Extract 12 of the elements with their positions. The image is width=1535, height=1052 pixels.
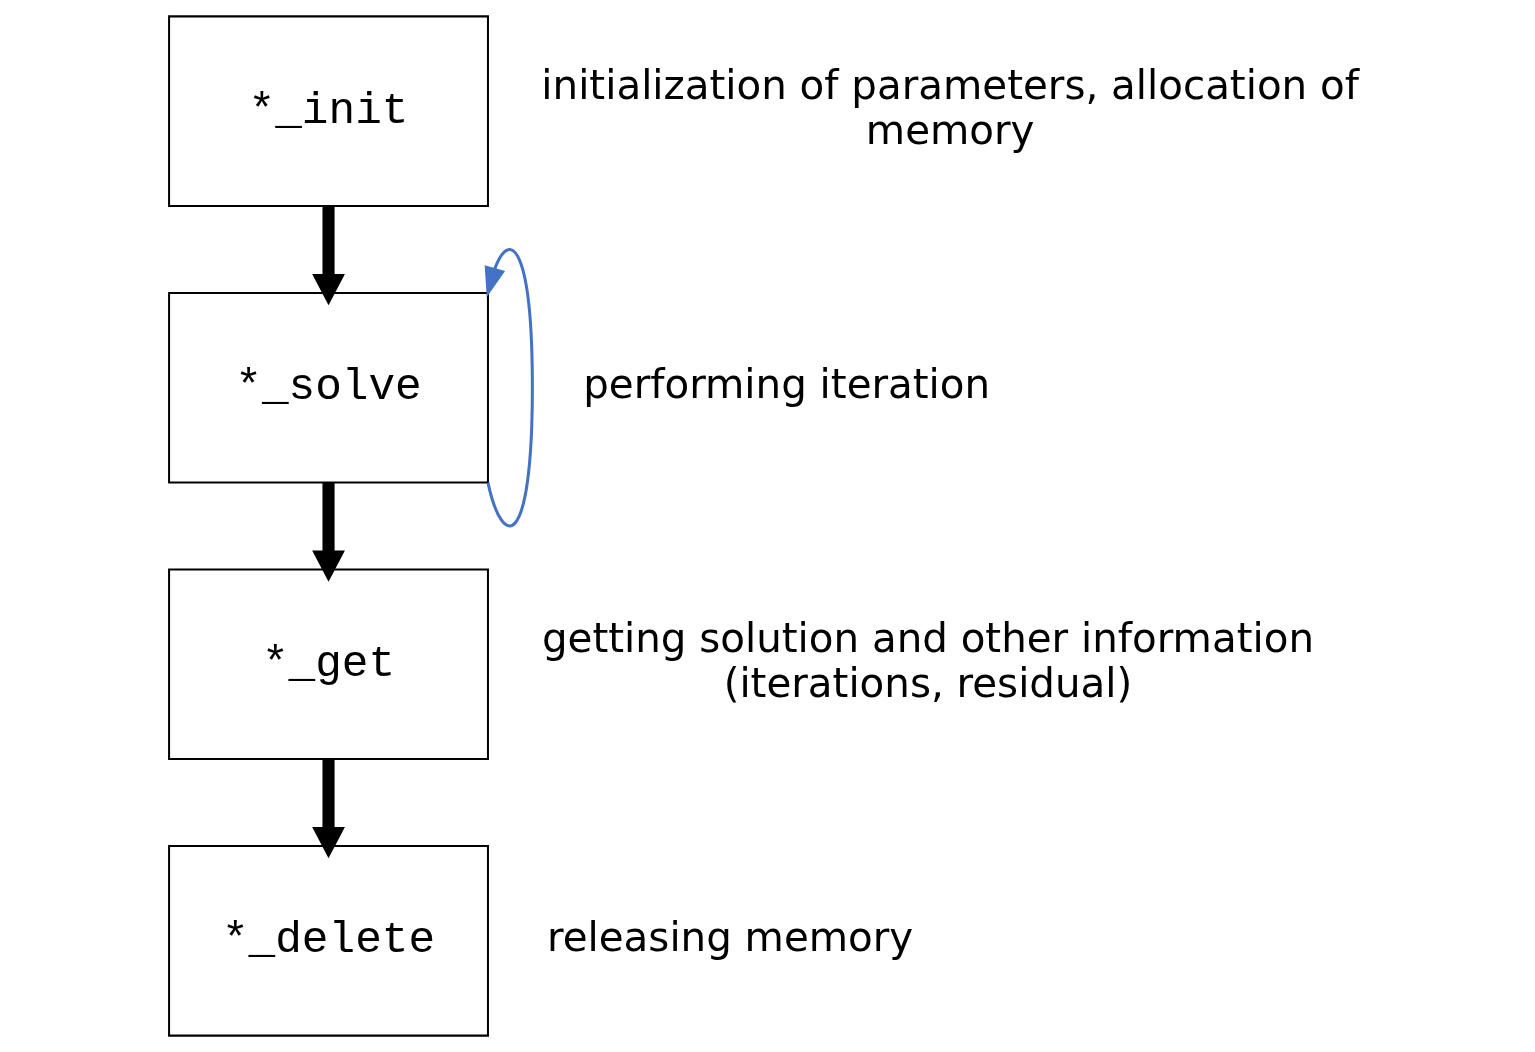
node-box: *_get — [167, 568, 489, 761]
node-label: performing iteration — [582, 360, 990, 408]
arrow — [311, 759, 345, 859]
node-label: releasing memory — [546, 913, 913, 961]
node-label: getting solution and other information (iterations, residual) — [541, 615, 1314, 707]
arrow — [311, 206, 345, 306]
node-box: *_delete — [167, 844, 489, 1037]
arrow — [311, 482, 345, 582]
node-box: *_init — [167, 15, 489, 208]
node-label: initialization of parameters, allocation of memory — [540, 62, 1359, 154]
node-box: *_solve — [167, 291, 489, 484]
arrow — [484, 248, 534, 527]
